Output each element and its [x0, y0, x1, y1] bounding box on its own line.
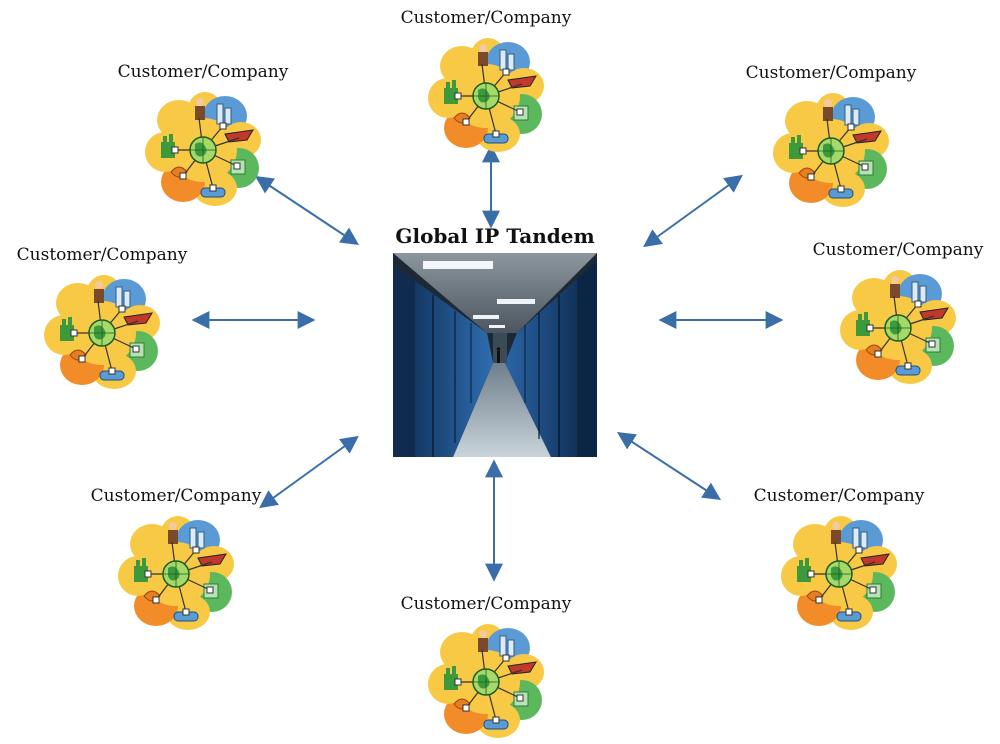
customer-node-top: Customer/Company: [366, 8, 606, 158]
customer-node-top-left: Customer/Company: [83, 62, 323, 212]
customer-node-left: Customer/Company: [0, 245, 222, 395]
customer-node-bottom-left: Customer/Company: [56, 486, 296, 636]
customer-node-right: Customer/Company: [778, 240, 1000, 390]
server-room-corridor-image: [393, 253, 597, 457]
customer-label: Customer/Company: [812, 240, 984, 260]
customer-label: Customer/Company: [400, 8, 572, 28]
customer-label: Customer/Company: [16, 245, 188, 265]
customer-label: Customer/Company: [753, 486, 925, 506]
customer-label: Customer/Company: [400, 594, 572, 614]
arrow-top-right: [643, 174, 743, 248]
customer-network-flower-icon: [43, 274, 161, 390]
customer-node-bottom: Customer/Company: [366, 594, 606, 744]
arrow-bottom-left: [259, 435, 359, 509]
diagram-canvas: Customer/Company Customer/Company Custom…: [0, 8, 1000, 739]
customer-network-flower-icon: [772, 92, 890, 208]
arrow-top-left: [254, 176, 360, 245]
customer-node-bottom-right: Customer/Company: [719, 486, 959, 636]
arrow-bottom-right: [616, 432, 722, 500]
customer-label: Customer/Company: [117, 62, 289, 82]
customer-node-top-right: Customer/Company: [711, 63, 951, 213]
connection-arrows: [191, 144, 784, 582]
customer-network-flower-icon: [780, 515, 898, 631]
customer-label: Customer/Company: [90, 486, 262, 506]
customer-network-flower-icon: [144, 91, 262, 207]
customer-network-flower-icon: [117, 515, 235, 631]
customer-network-flower-icon: [427, 37, 545, 153]
customer-label: Customer/Company: [745, 63, 917, 83]
customer-network-flower-icon: [427, 623, 545, 739]
hub-title: Global IP Tandem: [395, 224, 595, 248]
customer-network-flower-icon: [839, 269, 957, 385]
